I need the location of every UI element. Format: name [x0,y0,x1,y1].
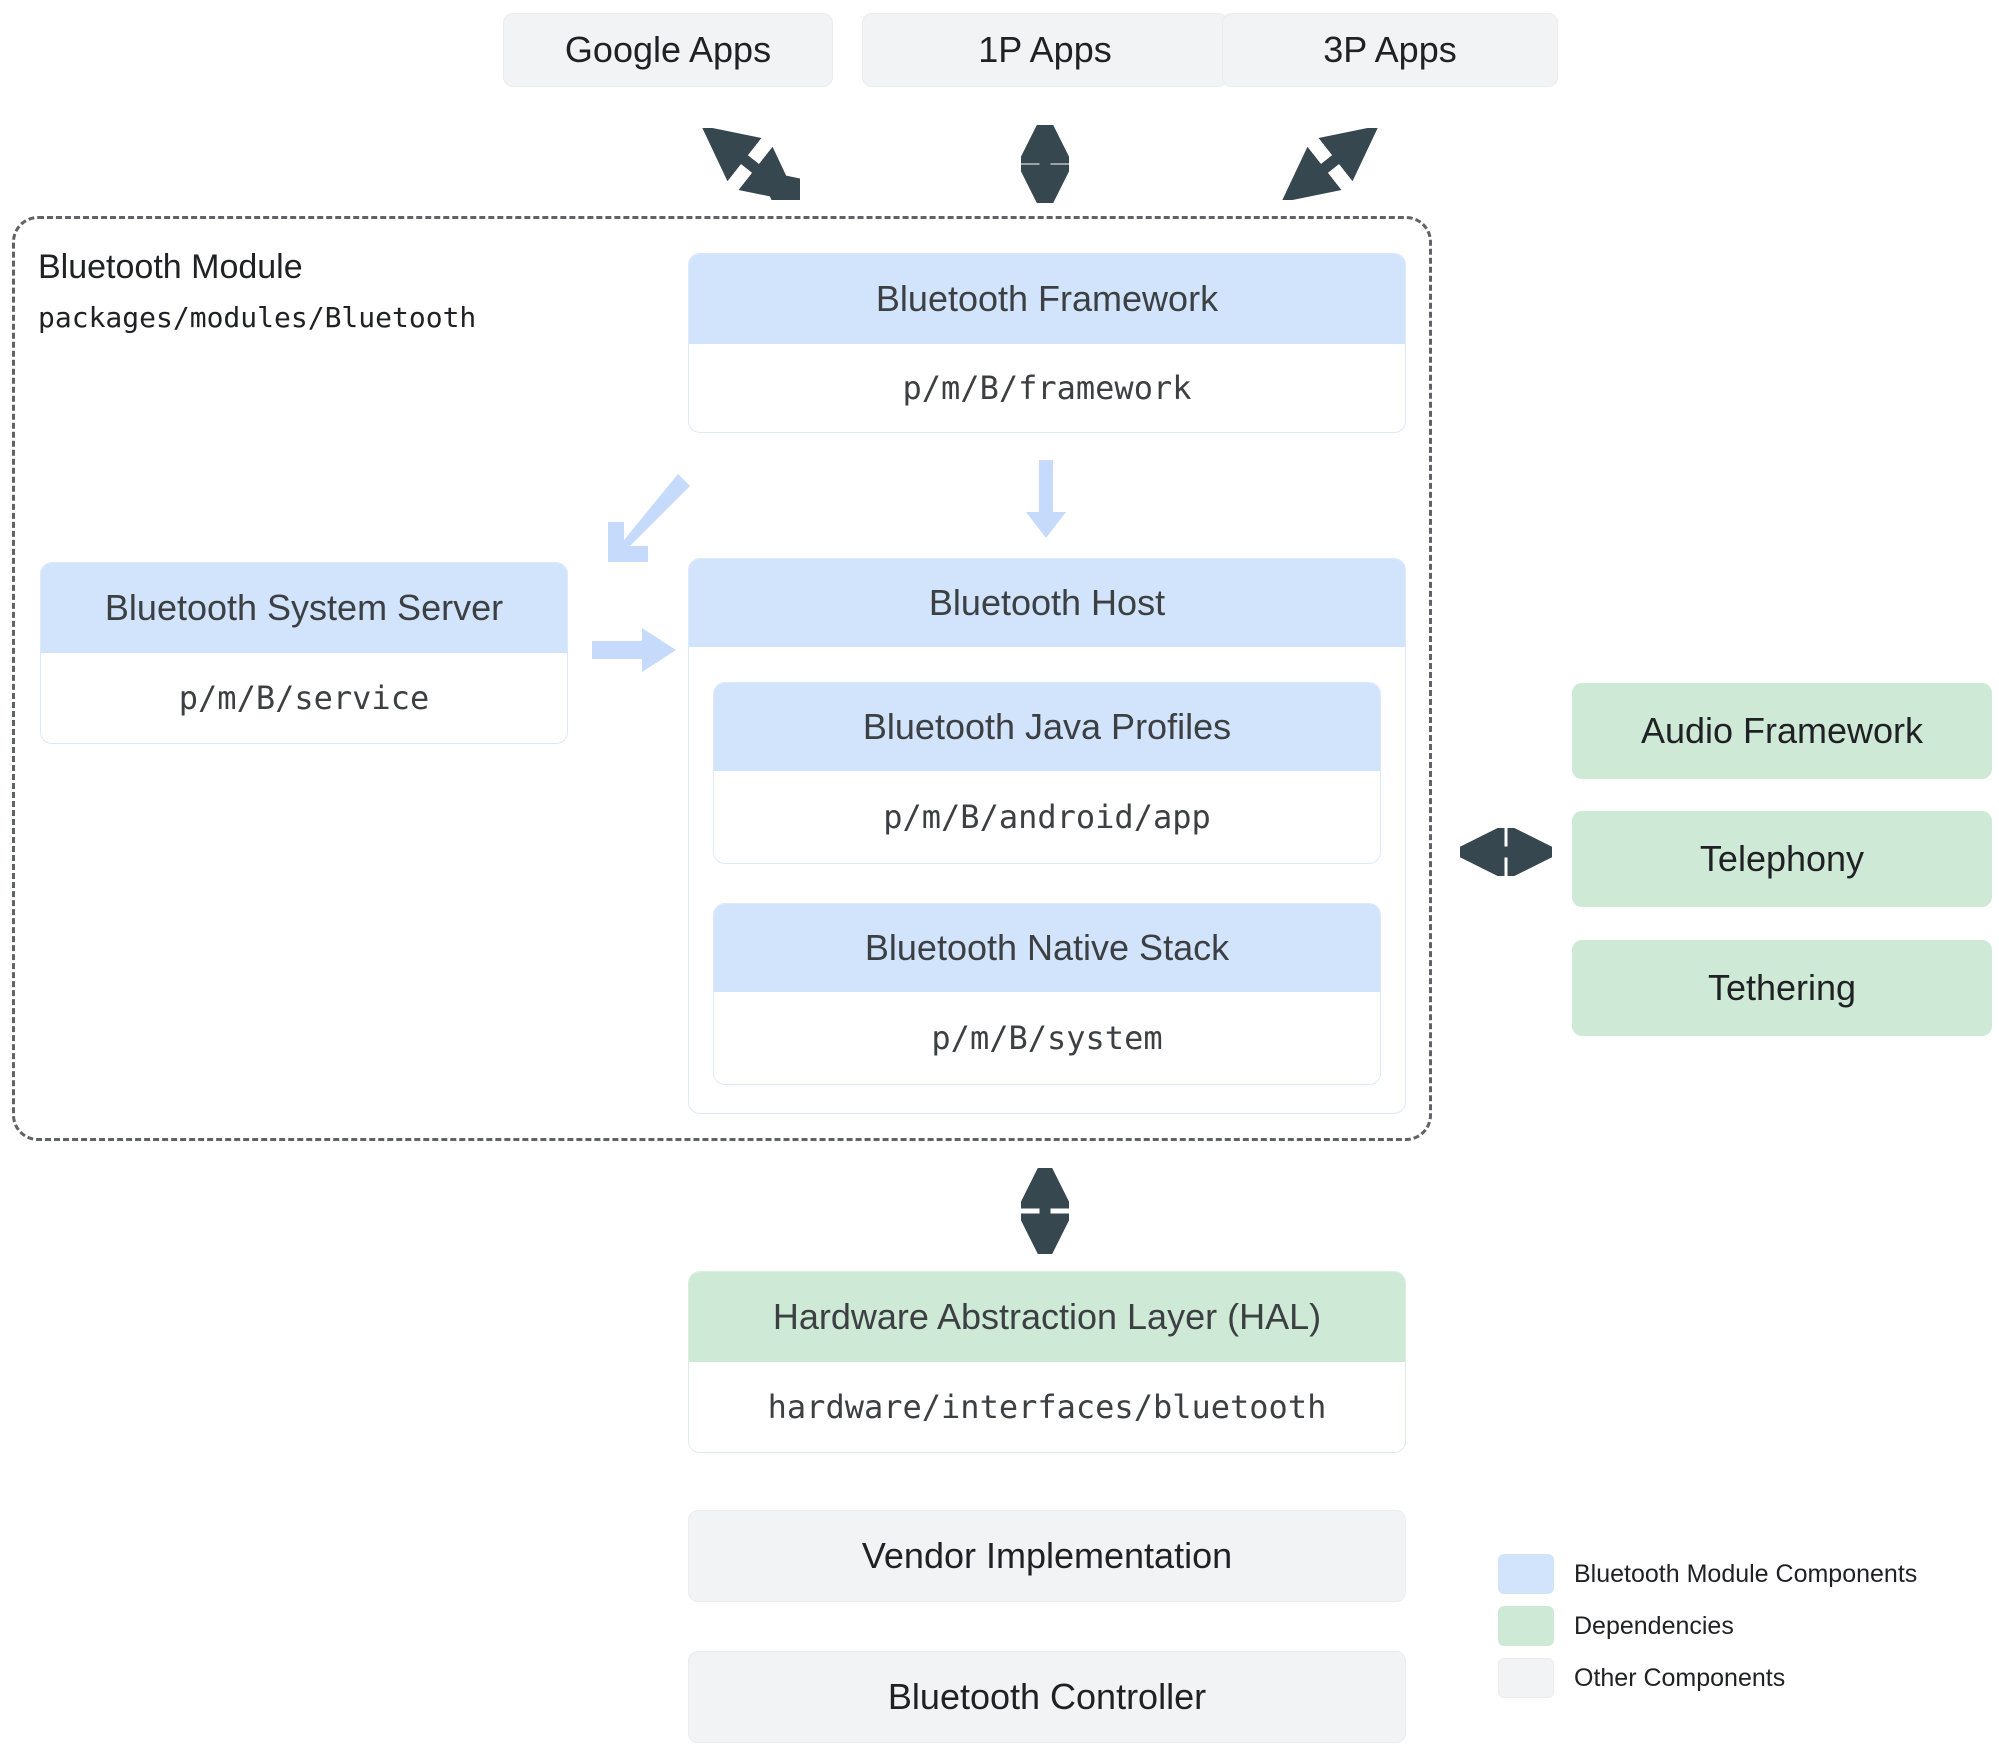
arrow-module-to-hal [1021,1168,1069,1254]
dependency-box-tethering[interactable]: Tethering [1572,940,1992,1036]
bluetooth-native-stack-card[interactable]: Bluetooth Native Stack p/m/B/system [713,903,1381,1085]
bottom-box-label: Vendor Implementation [861,1535,1233,1576]
arrow-third-party-apps-to-framework [1281,128,1379,200]
bluetooth-system-server-title: Bluetooth System Server [41,563,567,653]
legend-item-module-components: Bluetooth Module Components [1498,1553,1917,1595]
bluetooth-java-profiles-path: p/m/B/android/app [714,771,1380,863]
legend-swatch-other-components [1498,1658,1554,1698]
bluetooth-native-stack-path: p/m/B/system [714,992,1380,1084]
arrow-host-to-system-server [608,474,690,562]
legend-label-dependencies: Dependencies [1574,1611,1734,1640]
bluetooth-host-title: Bluetooth Host [689,559,1405,647]
legend: Bluetooth Module Components Dependencies… [1498,1553,1917,1709]
bluetooth-framework-card[interactable]: Bluetooth Framework p/m/B/framework [688,253,1406,433]
bluetooth-java-profiles-card[interactable]: Bluetooth Java Profiles p/m/B/android/ap… [713,682,1381,864]
module-title: Bluetooth Module [38,248,303,286]
dependency-box-telephony[interactable]: Telephony [1572,811,1992,907]
dependency-label: Audio Framework [1640,710,1924,751]
bluetooth-framework-title: Bluetooth Framework [689,254,1405,344]
bottom-box-label: Bluetooth Controller [887,1676,1207,1717]
legend-swatch-module-components [1498,1554,1554,1594]
arrow-host-to-dependencies [1460,828,1552,876]
hal-title: Hardware Abstraction Layer (HAL) [689,1272,1405,1362]
vendor-implementation-box[interactable]: Vendor Implementation [688,1510,1406,1602]
legend-label-module-components: Bluetooth Module Components [1574,1559,1918,1588]
bluetooth-native-stack-title: Bluetooth Native Stack [714,904,1380,992]
app-box-first-party-apps[interactable]: 1P Apps [862,13,1228,87]
hal-path: hardware/interfaces/bluetooth [689,1362,1405,1452]
app-box-third-party-apps[interactable]: 3P Apps [1222,13,1558,87]
dependency-label: Tethering [1707,967,1857,1008]
legend-item-other-components: Other Components [1498,1657,1917,1699]
arrow-system-server-to-host [592,628,676,672]
hal-card[interactable]: Hardware Abstraction Layer (HAL) hardwar… [688,1271,1406,1453]
bluetooth-controller-box[interactable]: Bluetooth Controller [688,1651,1406,1743]
bluetooth-system-server-card[interactable]: Bluetooth System Server p/m/B/service [40,562,568,744]
legend-item-dependencies: Dependencies [1498,1605,1917,1647]
legend-label-other-components: Other Components [1574,1663,1786,1692]
app-box-label: Google Apps [564,29,772,70]
dependency-label: Telephony [1699,838,1865,879]
legend-swatch-dependencies [1498,1606,1554,1646]
bluetooth-system-server-path: p/m/B/service [41,653,567,743]
bluetooth-java-profiles-title: Bluetooth Java Profiles [714,683,1380,771]
arrow-first-party-apps-to-framework [1021,125,1069,203]
arrow-framework-to-host [1026,460,1066,538]
bluetooth-module-container [12,216,1432,1141]
app-box-google-apps[interactable]: Google Apps [503,13,833,87]
dependency-box-audio-framework[interactable]: Audio Framework [1572,683,1992,779]
module-path: packages/modules/Bluetooth [38,301,477,334]
app-box-label: 1P Apps [978,29,1112,70]
app-box-label: 3P Apps [1323,29,1457,70]
bluetooth-framework-path: p/m/B/framework [689,344,1405,432]
arrow-google-apps-to-framework [701,128,800,200]
